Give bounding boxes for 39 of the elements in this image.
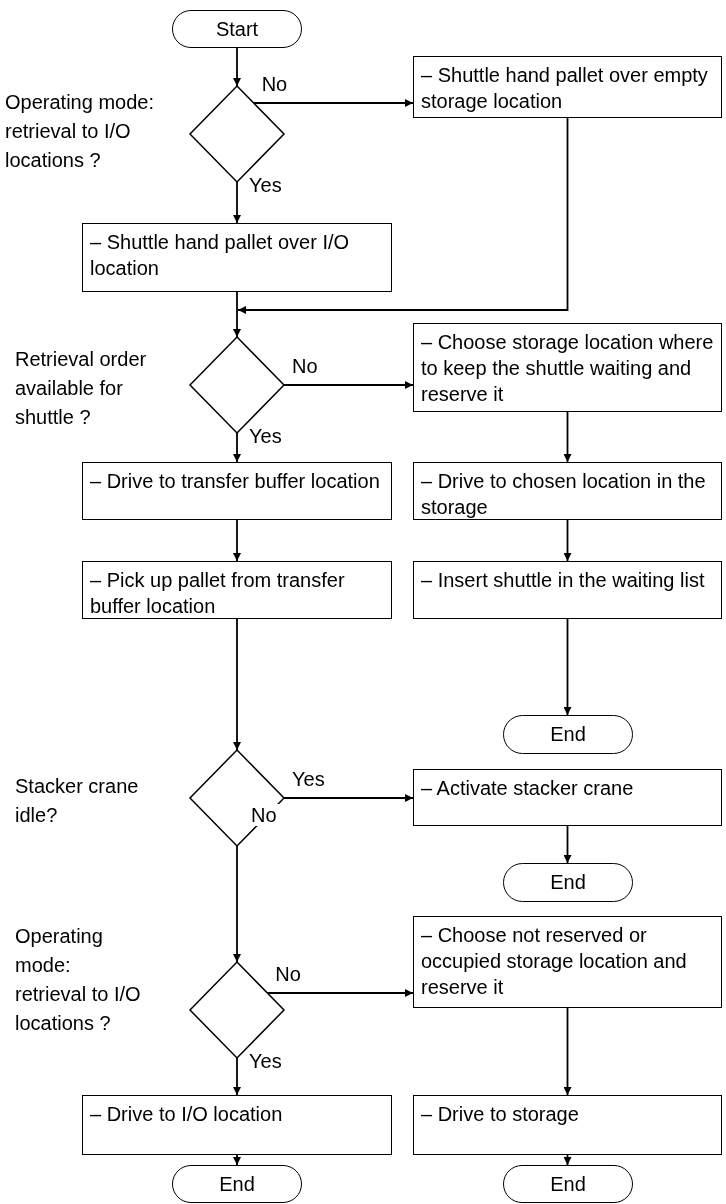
process-box: – Activate stacker crane: [413, 769, 722, 826]
arrow: [233, 1057, 241, 1096]
process-box: – Shuttle hand pallet over empty storage location: [413, 56, 722, 118]
arrow: [233, 1154, 241, 1166]
arrow: [563, 411, 572, 463]
terminal-box: Start: [172, 10, 302, 48]
process-box: – Shuttle hand pallet over I/O location: [82, 223, 392, 292]
terminal-box: End: [503, 715, 633, 754]
process-box: – Choose not reserved or occupied storage location and reserve it: [413, 916, 722, 1008]
arrow: [283, 381, 414, 389]
arrow: [563, 1154, 572, 1166]
process-box: – Insert shuttle in the waiting list: [413, 561, 722, 619]
arrow: [233, 845, 241, 963]
arrow: [233, 291, 241, 338]
arrow: [563, 1007, 572, 1096]
decision-question: Operating mode: retrieval to I/O locations ?: [5, 90, 155, 173]
terminal-box: End: [172, 1165, 302, 1203]
arrow: [563, 825, 572, 864]
arrow: [233, 432, 241, 463]
arrow: [563, 519, 572, 562]
edge-label: No: [249, 804, 279, 826]
arrow: [237, 117, 569, 314]
arrow: [563, 618, 572, 716]
arrow: [233, 618, 241, 751]
decision-question: Retrieval order available for shuttle ?: [15, 347, 148, 430]
process-box: – Drive to chosen location in the storage: [413, 462, 722, 520]
arrow: [233, 519, 241, 562]
terminal-box: End: [503, 1165, 633, 1203]
decision-question: Stacker crane idle?: [15, 774, 140, 828]
terminal-box: End: [503, 863, 633, 902]
process-box: – Pick up pallet from transfer buffer location: [82, 561, 392, 619]
arrow: [233, 47, 241, 87]
arrow: [283, 794, 414, 802]
process-box: – Drive to storage: [413, 1095, 722, 1155]
process-box: – Drive to I/O location: [82, 1095, 392, 1155]
decision-question: Operating mode: retrieval to I/O locations ?: [15, 924, 142, 1036]
process-box: – Drive to transfer buffer location: [82, 462, 392, 520]
arrow: [233, 181, 241, 224]
process-box: – Choose storage location where to keep the shuttle waiting and reserve it: [413, 323, 722, 412]
